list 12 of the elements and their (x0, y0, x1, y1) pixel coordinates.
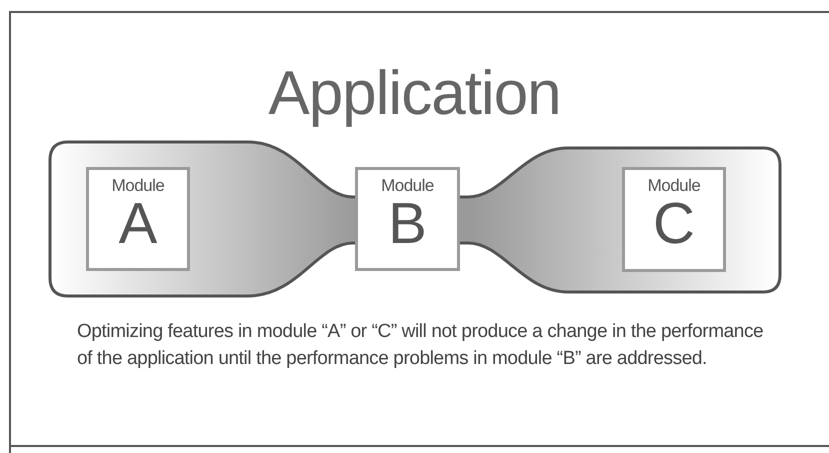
caption: Optimizing features in module “A” or “C” will not produce a change in the performance of the application until the performance problems in module “B” are addressed. (77, 320, 764, 371)
bottleneck-shape (48, 140, 782, 298)
module-label: Module (112, 176, 164, 196)
diagram-title: Application (267, 58, 562, 130)
module-letter: A (118, 196, 158, 252)
module-letter: B (388, 196, 427, 252)
module-label: Module (648, 176, 700, 196)
module-box (355, 167, 460, 271)
module-box (622, 167, 726, 272)
module-label: Module (381, 176, 434, 196)
module-box (86, 167, 190, 271)
module-letter: C (653, 196, 695, 252)
